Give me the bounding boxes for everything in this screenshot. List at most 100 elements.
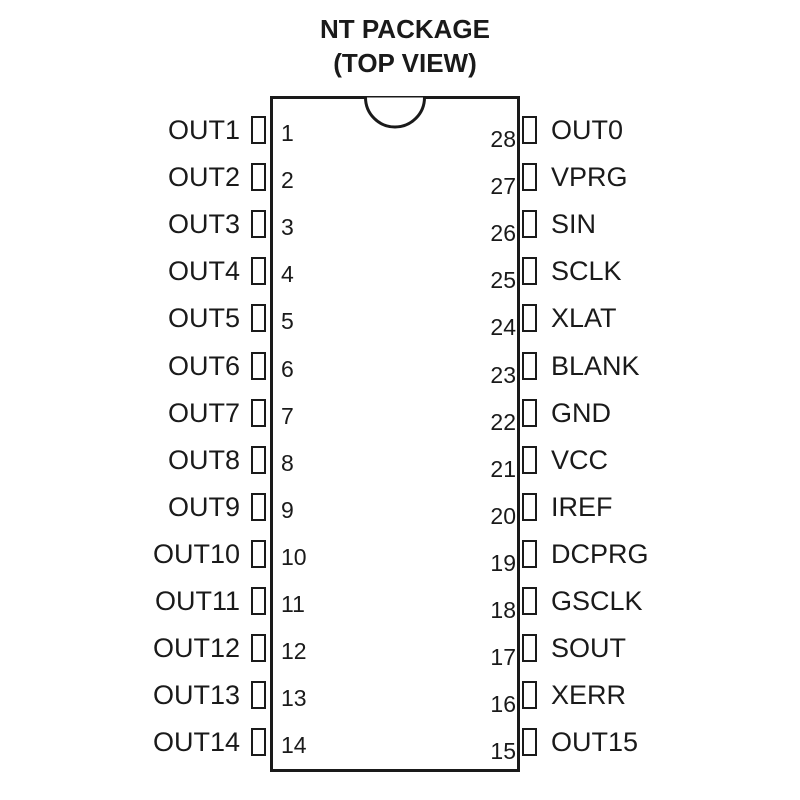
right-pin: SCLK 25 (0, 256, 800, 293)
pin-lead (251, 681, 266, 709)
left-pin: OUT1 1 (0, 115, 800, 146)
pin-name: OUT14 (152, 727, 240, 757)
left-pin: OUT9 9 (0, 492, 800, 523)
pin-name: OUT10 (152, 539, 240, 569)
pin-number: 20 (490, 503, 516, 529)
pin1-notch-icon (364, 97, 426, 129)
pin-lead (251, 304, 266, 332)
pin-name: OUT0 (551, 115, 624, 145)
pin-number: 13 (281, 685, 307, 711)
pin-name: OUT7 (167, 398, 240, 428)
pin-lead (522, 634, 537, 662)
pin-name: SOUT (551, 633, 627, 663)
pin-name: GND (551, 398, 611, 428)
pin-number: 22 (490, 409, 516, 435)
pin-name: IREF (551, 492, 613, 522)
pin-name: SCLK (551, 256, 622, 286)
pin-name: XLAT (551, 303, 617, 333)
right-pin: OUT0 28 (0, 115, 800, 152)
right-pin: SOUT 17 (0, 633, 800, 670)
pin-lead (251, 352, 266, 380)
pin-lead (251, 728, 266, 756)
left-pin: OUT7 7 (0, 398, 800, 429)
right-pin: VPRG 27 (0, 162, 800, 199)
pin-name: VPRG (551, 162, 628, 192)
pin-number: 15 (490, 738, 516, 764)
pin-name: OUT11 (154, 586, 240, 616)
pin-lead (522, 446, 537, 474)
left-pin: OUT4 4 (0, 256, 800, 287)
pin-lead (522, 304, 537, 332)
pin-lead (251, 587, 266, 615)
pin-number: 11 (281, 591, 305, 617)
pin-lead (251, 540, 266, 568)
pin-lead (251, 493, 266, 521)
pin-number: 8 (281, 450, 294, 476)
pin-name: OUT2 (167, 162, 240, 192)
pin-number: 3 (281, 214, 294, 240)
pin-number: 19 (490, 550, 516, 576)
pin-number: 16 (490, 691, 516, 717)
pin-lead (251, 634, 266, 662)
pin-name: OUT5 (167, 303, 240, 333)
pin-number: 26 (490, 220, 516, 246)
pin-number: 21 (490, 456, 516, 482)
pin-number: 7 (281, 403, 294, 429)
pin-name: OUT1 (167, 115, 240, 145)
pin-lead (522, 493, 537, 521)
pin-name: OUT13 (152, 680, 240, 710)
pin-lead (522, 587, 537, 615)
pin-number: 27 (490, 173, 516, 199)
pin-lead (251, 210, 266, 238)
pin-number: 18 (490, 597, 516, 623)
pin-number: 23 (490, 362, 516, 388)
pin-name: OUT8 (167, 445, 240, 475)
pin-number: 12 (281, 638, 307, 664)
pin-lead (522, 210, 537, 238)
pin-number: 1 (281, 120, 294, 146)
package-title: NT PACKAGE (320, 14, 490, 44)
pin-lead (522, 352, 537, 380)
pin-lead (522, 163, 537, 191)
left-pin: OUT12 12 (0, 633, 800, 664)
pin-number: 10 (281, 544, 307, 570)
pin-name: SIN (551, 209, 597, 239)
left-pin: OUT10 10 (0, 539, 800, 570)
pin-name: DCPRG (551, 539, 649, 569)
pin-name: OUT9 (167, 492, 240, 522)
pin-name: XERR (551, 680, 627, 710)
pin-lead (522, 540, 537, 568)
pin-number: 25 (490, 267, 516, 293)
ic-package-body (270, 96, 520, 772)
pin-name: GSCLK (551, 586, 643, 616)
pin-lead (251, 116, 266, 144)
pin-number: 9 (281, 497, 294, 523)
pin-number: 28 (490, 126, 516, 152)
pin-name: OUT12 (152, 633, 240, 663)
pin-lead (251, 257, 266, 285)
left-pin: OUT13 13 (0, 680, 800, 711)
pin-number: 17 (490, 644, 516, 670)
pin-lead (522, 399, 537, 427)
pin-lead (522, 728, 537, 756)
pin-name: OUT3 (167, 209, 240, 239)
pin-lead (522, 116, 537, 144)
right-pin: GND 22 (0, 398, 800, 435)
left-pin: OUT11 11 (0, 586, 800, 617)
right-pin: DCPRG 19 (0, 539, 800, 576)
pin-lead (251, 399, 266, 427)
left-pin: OUT3 3 (0, 209, 800, 240)
pin-number: 6 (281, 356, 294, 382)
pin-number: 5 (281, 308, 294, 334)
left-pin: OUT8 8 (0, 445, 800, 476)
pin-number: 4 (281, 261, 294, 287)
left-pin: OUT5 5 (0, 303, 800, 334)
pin-name: OUT4 (167, 256, 240, 286)
